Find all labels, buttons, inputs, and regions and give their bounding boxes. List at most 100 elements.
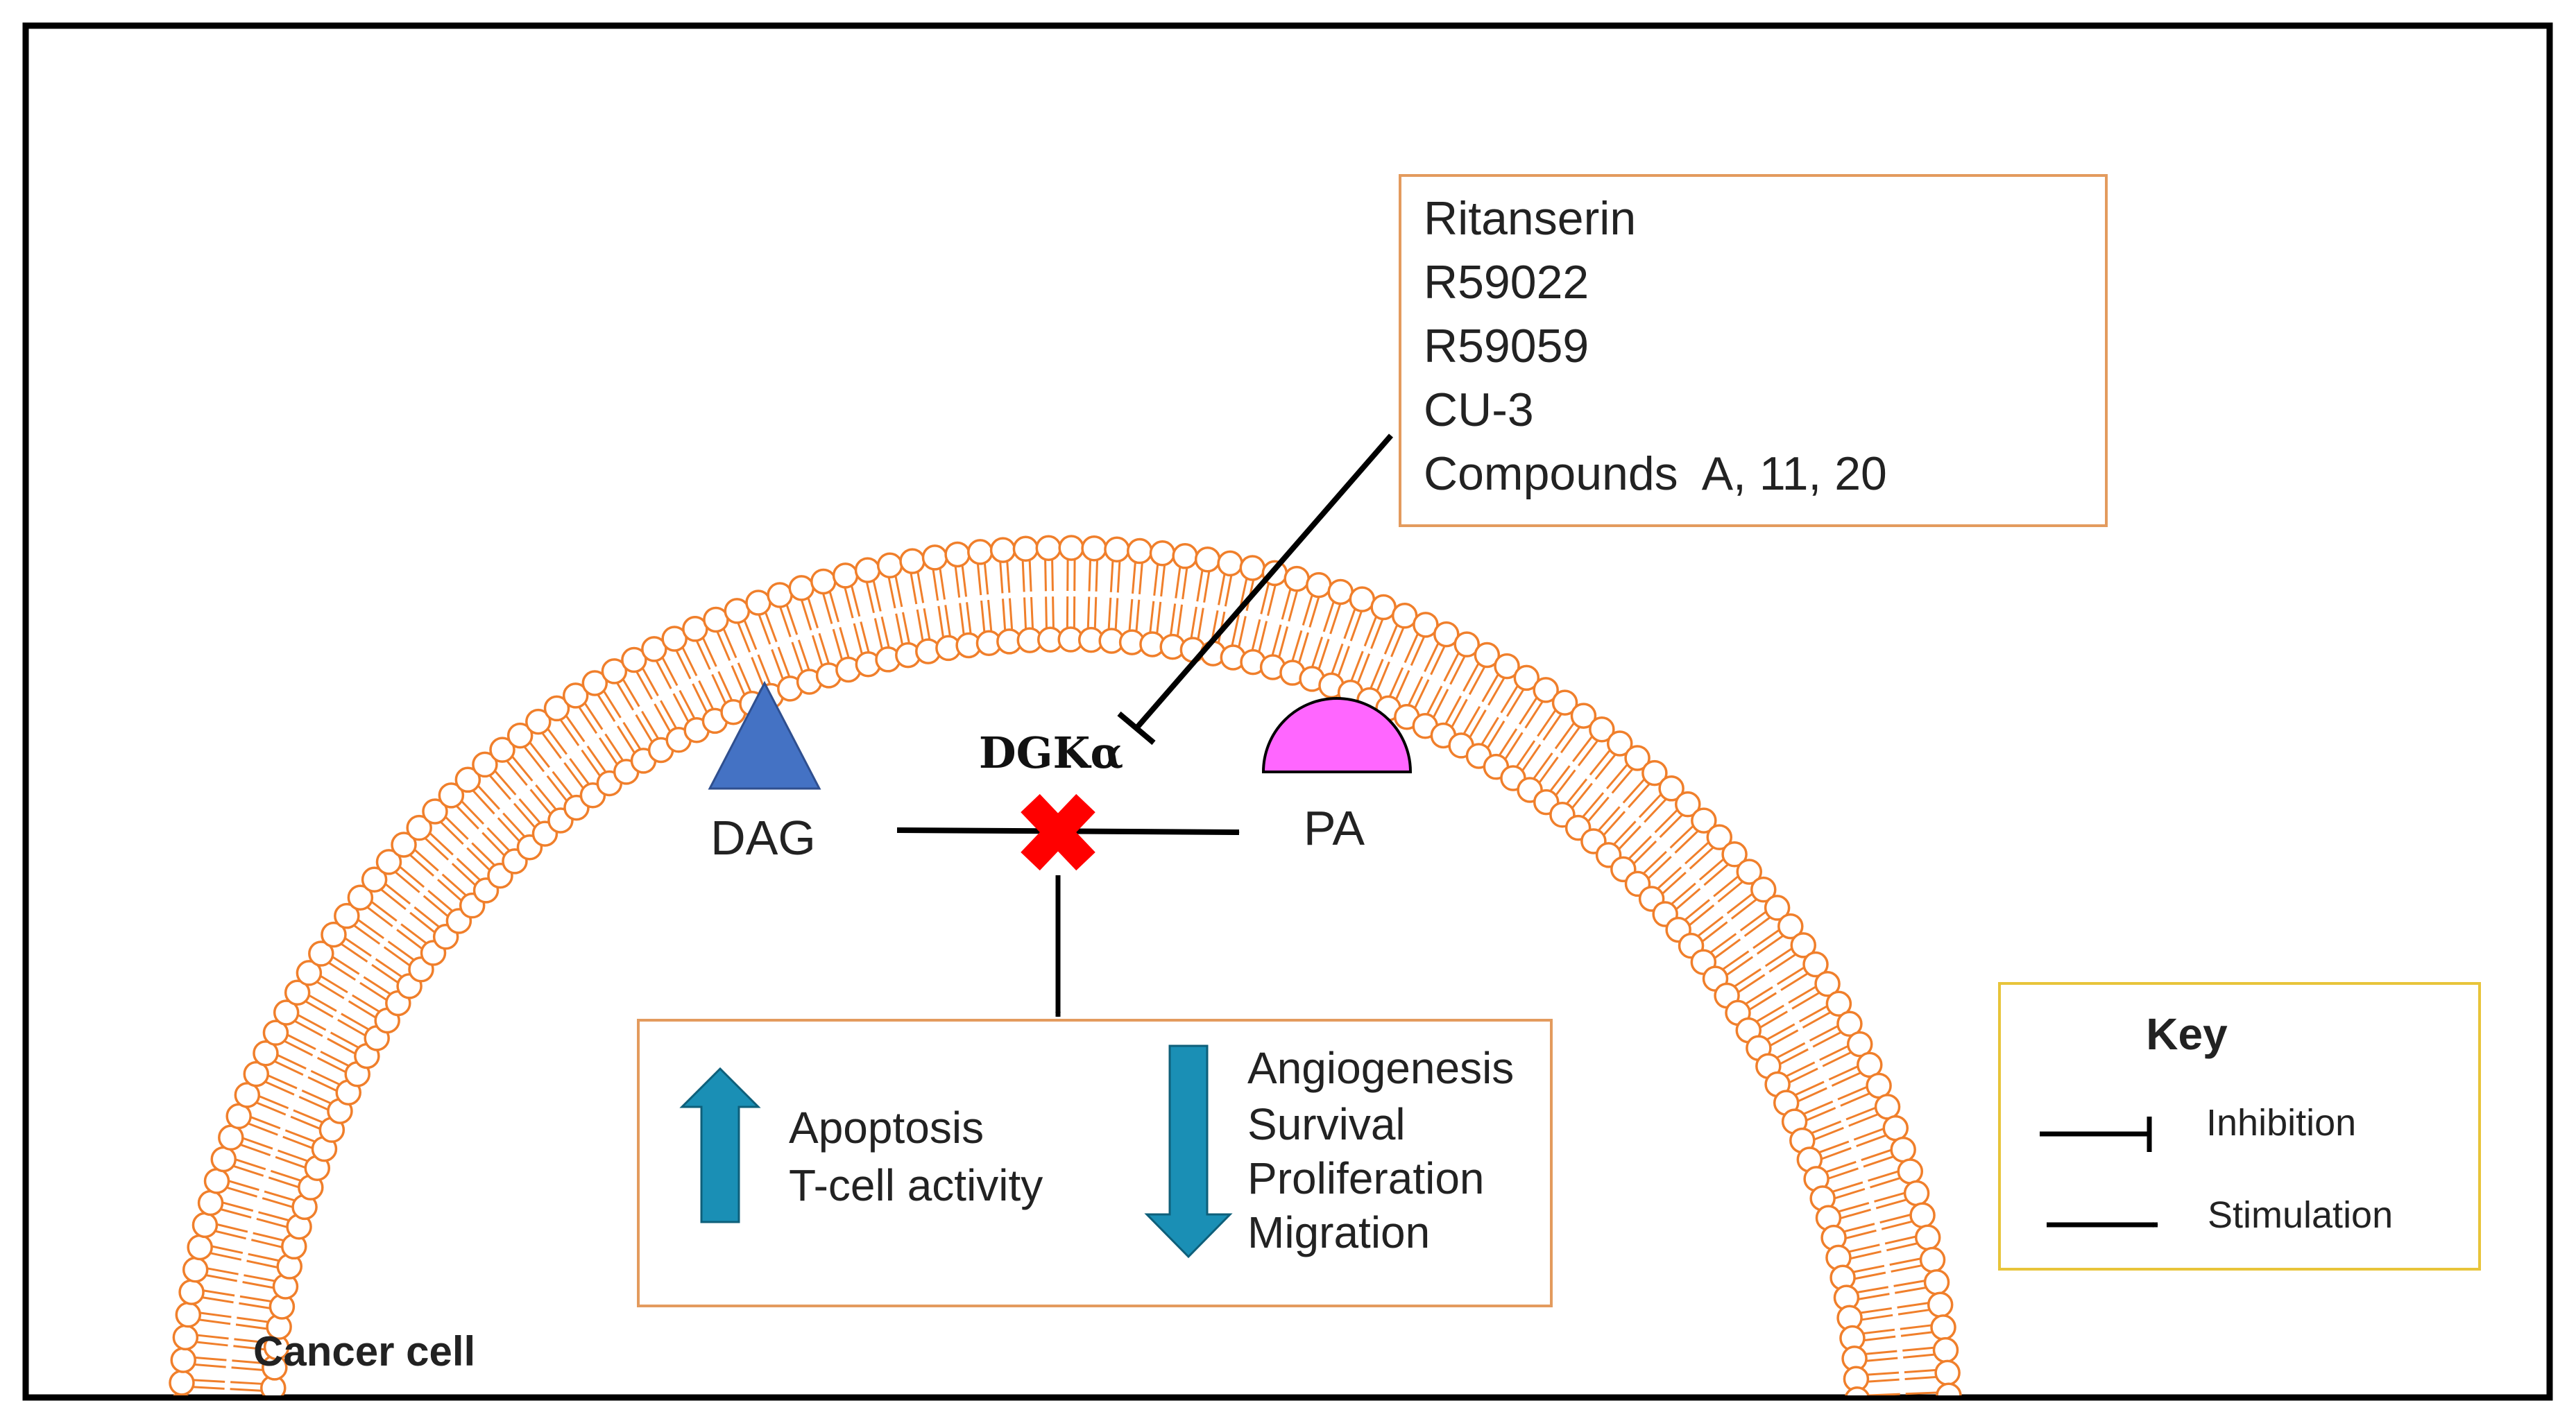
lipid-tail	[1555, 769, 1576, 796]
lipid-tail	[1891, 1264, 1922, 1273]
lipid-tail	[1866, 1350, 1897, 1355]
lipid-tail	[586, 745, 606, 773]
lipid-tail	[294, 1020, 323, 1038]
lipid-tail	[722, 628, 737, 659]
lipid-head	[1217, 550, 1243, 577]
lipid-tail	[413, 906, 440, 928]
lipid-tail	[716, 631, 731, 661]
lipid-tail	[414, 849, 439, 872]
lipid-tail	[1904, 1369, 1936, 1374]
lipid-tail	[250, 1239, 282, 1248]
lipid-tail	[959, 603, 965, 635]
lipid-tail	[1869, 1401, 1900, 1402]
lipid-tail	[1349, 611, 1363, 642]
lipid-tail	[1487, 678, 1505, 706]
lipid-tail	[1886, 1242, 1918, 1252]
lipid-tail	[1759, 1010, 1789, 1029]
lipid-tail	[440, 821, 464, 845]
lipid-head	[1814, 970, 1841, 997]
down-effect-item: Proliferation	[1247, 1153, 1485, 1203]
lipid-tail	[1281, 589, 1292, 620]
lipid-tail	[1745, 986, 1773, 1005]
lipid-tail	[598, 737, 618, 765]
inhibitor-item: Ritanserin	[1424, 192, 1636, 245]
lipid-head	[1897, 1158, 1924, 1185]
lipid-tail	[1045, 596, 1048, 628]
lipid-tail	[743, 620, 758, 651]
lipid-tail	[240, 1144, 271, 1157]
lipid-tail	[192, 1409, 223, 1410]
lipid-tail	[894, 576, 903, 608]
lipid-tail	[1789, 1067, 1818, 1083]
lipid-tail	[954, 566, 961, 598]
lipid-tail	[1843, 1223, 1875, 1233]
lipid-head	[1104, 536, 1130, 562]
dag-triangle-icon	[708, 680, 821, 790]
lipid-head	[391, 832, 417, 858]
lipid-head	[1570, 703, 1597, 729]
lipid-tail	[1776, 967, 1805, 986]
lipid-tail	[654, 703, 671, 732]
lipid-head	[334, 902, 360, 929]
lipid-tail	[1533, 752, 1553, 780]
lipid-tail	[437, 879, 462, 902]
lipid-tail	[330, 1031, 359, 1049]
lipid-tail	[1850, 1250, 1882, 1259]
lipid-tail	[1554, 723, 1575, 750]
lipid-tail	[1224, 575, 1233, 607]
lipid-tail	[679, 689, 696, 719]
lipid-tail	[1468, 666, 1485, 696]
lipid-tail	[366, 906, 393, 927]
lipid-tail	[237, 1316, 268, 1323]
lipid-head	[1494, 653, 1520, 680]
inhibitor-item: Compounds A, 11, 20	[1424, 447, 1887, 500]
lipid-tail	[961, 565, 968, 597]
lipid-head	[1802, 951, 1829, 978]
lipid-head	[1845, 1386, 1870, 1395]
lipid-tail	[901, 612, 910, 644]
lipid-tail	[518, 798, 541, 823]
lipid-tail	[1404, 633, 1419, 663]
lipid-tail	[502, 812, 525, 837]
lipid-head	[375, 849, 402, 875]
lipid-tail	[511, 756, 534, 782]
lipid-tail	[1499, 728, 1518, 756]
lipid-head	[203, 1168, 230, 1194]
lipid-tail	[1834, 1187, 1866, 1200]
lipid-tail	[399, 866, 425, 888]
lipid-tail	[980, 600, 986, 632]
lipid-tail	[818, 633, 830, 664]
lipid-tail	[1589, 750, 1611, 776]
key-title: Key	[2146, 1009, 2228, 1059]
lipid-tail	[494, 770, 517, 795]
inhibitor-box-border	[1399, 174, 2108, 527]
lipid-tail	[1638, 793, 1662, 818]
lipid-tail	[234, 1338, 266, 1344]
lipid-tail	[1524, 701, 1544, 729]
lipid-tail	[983, 563, 989, 595]
lipid-head	[1327, 578, 1354, 605]
outer-frame	[22, 22, 2553, 1401]
cell-membrane	[169, 535, 1962, 1410]
lipid-tail	[1390, 627, 1405, 657]
lipid-tail	[696, 640, 711, 670]
lipid-tail	[1768, 954, 1796, 973]
lipid-head	[1721, 841, 1748, 868]
lipid-tail	[1153, 564, 1159, 596]
lipid-tail	[375, 958, 402, 978]
lipid-tail	[1819, 1140, 1850, 1153]
effects-box: Apoptosis T-cell activity Angiogenesis S…	[637, 1019, 1553, 1307]
lipid-tail	[1739, 911, 1766, 931]
lipid-tail	[1613, 820, 1637, 845]
lipid-tail	[578, 706, 598, 734]
lipid-head	[172, 1324, 199, 1351]
lipid-tail	[194, 1363, 226, 1368]
lipid-head	[1658, 775, 1684, 802]
lipid-tail	[1831, 1072, 1861, 1087]
lipid-head	[347, 884, 374, 911]
lipid-tail	[268, 1074, 298, 1090]
lipid-tail	[228, 1180, 259, 1192]
lipid-tail	[1444, 695, 1462, 724]
lipid-tail	[309, 995, 337, 1013]
lipid-tail	[231, 1366, 263, 1371]
